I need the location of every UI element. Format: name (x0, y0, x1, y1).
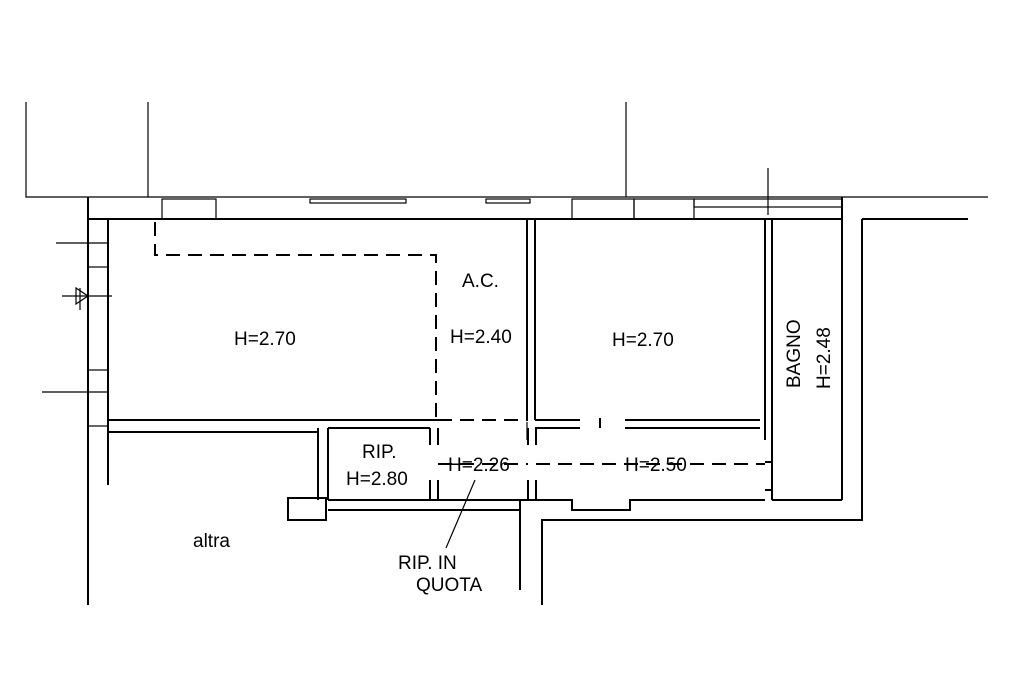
ac-label: A.C. (462, 271, 499, 292)
quota-label: QUOTA (416, 575, 482, 596)
room-left-height: H=2.70 (234, 329, 296, 350)
outer-walls (42, 197, 843, 605)
ac-height: H=2.40 (450, 327, 512, 348)
interior-walls (108, 219, 772, 590)
lower-right-height: H=2.50 (625, 455, 687, 476)
room-right-height: H=2.70 (612, 330, 674, 351)
bagno-height: H=2.48 (814, 327, 835, 389)
right-walls (541, 168, 968, 605)
bagno-label: BAGNO (784, 319, 805, 388)
rip-height: H=2.80 (346, 469, 408, 490)
dashed-height-boundaries (154, 222, 765, 465)
upper-neighbour-walls (25, 102, 988, 198)
rip-label: RIP. (362, 442, 397, 463)
leader-line (445, 479, 476, 549)
rip-in-label: RIP. IN (398, 553, 457, 574)
corridor-height: H=2.26 (448, 455, 510, 476)
altra-label: altra (193, 531, 230, 552)
